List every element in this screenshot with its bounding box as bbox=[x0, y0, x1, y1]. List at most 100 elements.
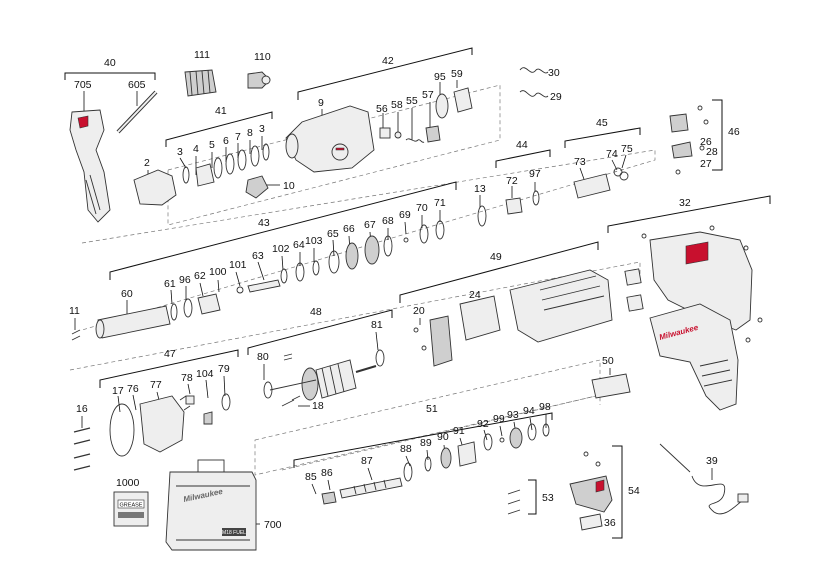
label-9: 9 bbox=[318, 97, 324, 109]
ring-stack-41 bbox=[182, 143, 270, 187]
label-42: 42 bbox=[382, 55, 394, 67]
label-92: 92 bbox=[477, 418, 489, 430]
motor-housing-49 bbox=[413, 269, 613, 367]
label-97: 97 bbox=[529, 168, 541, 180]
armature-48 bbox=[263, 349, 385, 407]
label-3-left: 3 bbox=[177, 146, 183, 158]
label-72: 72 bbox=[506, 175, 518, 187]
label-69: 69 bbox=[399, 209, 411, 221]
label-58: 58 bbox=[391, 99, 403, 111]
leader-lines bbox=[74, 80, 713, 525]
label-40: 40 bbox=[104, 57, 116, 69]
label-60: 60 bbox=[121, 288, 133, 300]
label-85: 85 bbox=[305, 471, 317, 483]
label-74: 74 bbox=[606, 148, 618, 160]
label-43: 43 bbox=[258, 217, 270, 229]
label-2: 2 bbox=[144, 157, 150, 169]
label-7: 7 bbox=[235, 131, 241, 143]
label-46: 46 bbox=[728, 126, 740, 138]
label-111: 111 bbox=[194, 49, 210, 61]
grease-box: GREASE bbox=[113, 491, 149, 527]
label-18: 18 bbox=[312, 400, 324, 412]
screws-16 bbox=[73, 427, 91, 471]
label-17: 17 bbox=[112, 385, 124, 397]
label-87: 87 bbox=[361, 455, 373, 467]
label-89: 89 bbox=[420, 437, 432, 449]
label-26: 26 bbox=[700, 136, 712, 148]
label-1000: 1000 bbox=[116, 477, 140, 489]
label-4: 4 bbox=[193, 143, 199, 155]
label-65: 65 bbox=[327, 228, 339, 240]
label-59: 59 bbox=[451, 68, 463, 80]
label-28: 28 bbox=[706, 146, 718, 158]
brackets bbox=[64, 47, 771, 539]
label-104: 104 bbox=[196, 368, 214, 380]
label-29: 29 bbox=[550, 91, 562, 103]
label-54: 54 bbox=[628, 485, 640, 497]
grease-label: GREASE bbox=[120, 503, 143, 509]
label-49: 49 bbox=[490, 251, 502, 263]
housing-32 bbox=[624, 225, 763, 411]
label-70: 70 bbox=[416, 202, 428, 214]
spindle-assembly-43 bbox=[95, 220, 445, 339]
label-47: 47 bbox=[164, 348, 176, 360]
label-66: 66 bbox=[343, 223, 355, 235]
label-61: 61 bbox=[164, 278, 176, 290]
label-80: 80 bbox=[257, 351, 269, 363]
label-13: 13 bbox=[474, 183, 486, 195]
label-67: 67 bbox=[364, 219, 376, 231]
label-63: 63 bbox=[252, 250, 264, 262]
label-77: 77 bbox=[150, 379, 162, 391]
label-10: 10 bbox=[283, 180, 295, 192]
label-102: 102 bbox=[272, 243, 290, 255]
label-68: 68 bbox=[382, 215, 394, 227]
label-45: 45 bbox=[596, 117, 608, 129]
label-39: 39 bbox=[706, 455, 718, 467]
label-81: 81 bbox=[371, 319, 383, 331]
label-73: 73 bbox=[574, 156, 586, 168]
label-50: 50 bbox=[602, 355, 614, 367]
gear-housing-9 bbox=[285, 105, 375, 173]
label-16: 16 bbox=[76, 403, 88, 415]
label-103: 103 bbox=[305, 235, 323, 247]
label-100: 100 bbox=[209, 266, 227, 278]
drive-train-51 bbox=[321, 423, 550, 505]
label-3-right: 3 bbox=[259, 123, 265, 135]
label-41: 41 bbox=[215, 105, 227, 117]
label-64: 64 bbox=[293, 239, 305, 251]
label-605: 605 bbox=[128, 79, 146, 91]
label-101: 101 bbox=[229, 259, 247, 271]
switch-54 bbox=[569, 451, 613, 531]
label-76: 76 bbox=[127, 383, 139, 395]
side-handle bbox=[69, 109, 111, 223]
power-cord-39 bbox=[659, 443, 749, 515]
case-badge: M18 FUEL bbox=[222, 530, 246, 536]
carry-case: Milwaukee M18 FUEL bbox=[165, 459, 257, 551]
label-62: 62 bbox=[194, 270, 206, 282]
label-27: 27 bbox=[700, 158, 712, 170]
label-8: 8 bbox=[247, 127, 253, 139]
label-36: 36 bbox=[604, 517, 616, 529]
label-55: 55 bbox=[406, 95, 418, 107]
label-30: 30 bbox=[548, 67, 560, 79]
label-5: 5 bbox=[209, 139, 215, 151]
label-44: 44 bbox=[516, 139, 528, 151]
label-96: 96 bbox=[179, 274, 191, 286]
part-drawings: GREASE Milwaukee M18 FUEL Milwaukee bbox=[69, 67, 763, 551]
label-98: 98 bbox=[539, 401, 551, 413]
label-90: 90 bbox=[437, 431, 449, 443]
label-24: 24 bbox=[469, 289, 481, 301]
label-99: 99 bbox=[493, 413, 505, 425]
label-86: 86 bbox=[321, 467, 333, 479]
label-79: 79 bbox=[218, 363, 230, 375]
label-91: 91 bbox=[453, 425, 465, 437]
label-6: 6 bbox=[223, 135, 229, 147]
chuck-110 bbox=[247, 71, 271, 89]
label-56: 56 bbox=[376, 103, 388, 115]
label-78: 78 bbox=[181, 372, 193, 384]
gearbox-47 bbox=[109, 393, 231, 457]
label-20: 20 bbox=[413, 305, 425, 317]
part-labels: 40 705 605 111 110 42 9 56 58 55 57 95 5… bbox=[69, 49, 740, 531]
label-110: 110 bbox=[254, 51, 271, 63]
label-94: 94 bbox=[523, 405, 535, 417]
